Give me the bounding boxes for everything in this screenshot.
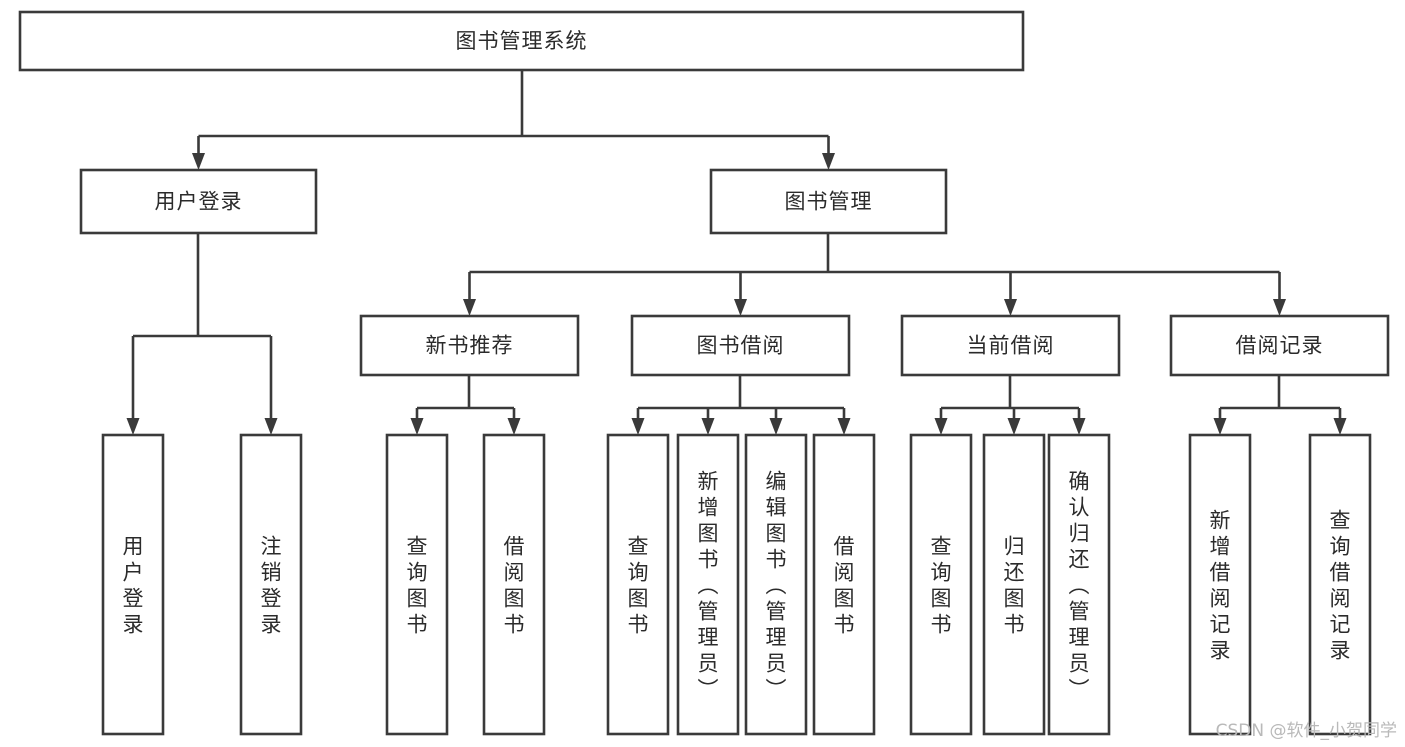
node-root[interactable]: 图书管理系统 (18, 10, 1025, 72)
arrow-head-icon (631, 418, 645, 435)
node-box (1047, 433, 1111, 736)
node-box (630, 314, 851, 377)
node-leaf-borrow-book[interactable]: 借阅图书 (812, 433, 876, 736)
node-label: 借阅图书 (504, 534, 525, 636)
node-label: 新书推荐 (426, 334, 514, 358)
arrow-head-icon (1333, 418, 1347, 435)
node-box (101, 433, 165, 736)
node-label: 查询图书 (407, 534, 428, 636)
nodes-layer: 图书管理系统用户登录图书管理新书推荐图书借阅当前借阅借阅记录用户登录注销登录查询… (18, 10, 1390, 736)
connector-conn-user-login (126, 233, 278, 435)
node-box (239, 433, 303, 736)
node-book-manage[interactable]: 图书管理 (709, 168, 948, 235)
node-leaf-add-borrow-record[interactable]: 新增借阅记录 (1188, 433, 1252, 736)
connector-conn-book-borrow (631, 375, 851, 435)
node-label: 确认归还︵管理员︶ (1069, 469, 1090, 701)
arrow-head-icon (822, 153, 835, 170)
connector-conn-new-book (410, 375, 521, 435)
node-box (385, 433, 449, 736)
arrow-head-icon (192, 153, 205, 170)
arrow-head-icon (1007, 418, 1021, 435)
connector-conn-current-borrow (934, 375, 1086, 435)
edges-layer (126, 70, 1347, 435)
arrow-head-icon (769, 418, 783, 435)
node-box (79, 168, 318, 235)
csdn-watermark: CSDN @软件_小贺同学 (1215, 721, 1397, 741)
connector-conn-book-manage (463, 233, 1286, 316)
node-box (744, 433, 808, 736)
node-label: 借阅图书 (834, 534, 855, 636)
arrow-head-icon (934, 418, 948, 435)
node-label: 查询借阅记录 (1330, 508, 1351, 662)
node-label: 用户登录 (123, 534, 144, 636)
node-leaf-user-login[interactable]: 用户登录 (101, 433, 165, 736)
arrow-head-icon (734, 299, 747, 316)
node-label: 归还图书 (1004, 534, 1025, 636)
arrow-head-icon (264, 418, 278, 435)
node-leaf-user-logout[interactable]: 注销登录 (239, 433, 303, 736)
node-leaf-query-borrow-record[interactable]: 查询借阅记录 (1308, 433, 1372, 736)
node-box (1169, 314, 1390, 377)
node-new-book-recommend[interactable]: 新书推荐 (359, 314, 580, 377)
node-leaf-return-book[interactable]: 归还图书 (982, 433, 1046, 736)
arrow-head-icon (507, 418, 521, 435)
node-label: 图书管理 (785, 190, 873, 214)
node-user-login[interactable]: 用户登录 (79, 168, 318, 235)
arrow-head-icon (126, 418, 140, 435)
node-leaf-query-book-borrow[interactable]: 查询图书 (606, 433, 670, 736)
node-label: 图书借阅 (697, 334, 785, 358)
node-label: 查询图书 (628, 534, 649, 636)
node-leaf-edit-book-admin[interactable]: 编辑图书︵管理员︶ (744, 433, 808, 736)
node-leaf-borrow-book-recommend[interactable]: 借阅图书 (482, 433, 546, 736)
node-label: 查询图书 (931, 534, 952, 636)
node-leaf-query-book-recommend[interactable]: 查询图书 (385, 433, 449, 736)
node-box (1188, 433, 1252, 736)
node-label: 新增图书︵管理员︶ (698, 469, 719, 701)
node-leaf-confirm-return-admin[interactable]: 确认归还︵管理员︶ (1047, 433, 1111, 736)
arrow-head-icon (1273, 299, 1286, 316)
node-box (482, 433, 546, 736)
arrow-head-icon (837, 418, 851, 435)
node-box (900, 314, 1121, 377)
node-box (18, 10, 1025, 72)
arrow-head-icon (1072, 418, 1086, 435)
node-label: 借阅记录 (1236, 334, 1324, 358)
node-box (982, 433, 1046, 736)
node-label: 编辑图书︵管理员︶ (766, 469, 787, 701)
node-leaf-add-book-admin[interactable]: 新增图书︵管理员︶ (676, 433, 740, 736)
connector-conn-root (192, 70, 835, 170)
node-borrow-record[interactable]: 借阅记录 (1169, 314, 1390, 377)
node-box (1308, 433, 1372, 736)
node-label: 新增借阅记录 (1210, 508, 1231, 662)
node-leaf-query-book-current[interactable]: 查询图书 (909, 433, 973, 736)
arrow-head-icon (463, 299, 476, 316)
node-box (812, 433, 876, 736)
node-box (606, 433, 670, 736)
arrow-head-icon (1213, 418, 1227, 435)
node-box (359, 314, 580, 377)
arrow-head-icon (701, 418, 715, 435)
node-box (709, 168, 948, 235)
connector-conn-borrow-record (1213, 375, 1347, 435)
node-box (909, 433, 973, 736)
arrow-head-icon (410, 418, 424, 435)
node-label: 图书管理系统 (456, 29, 588, 53)
node-label: 注销登录 (261, 534, 282, 636)
node-label: 当前借阅 (967, 334, 1055, 358)
node-label: 用户登录 (155, 190, 243, 214)
node-book-borrow[interactable]: 图书借阅 (630, 314, 851, 377)
node-box (676, 433, 740, 736)
node-current-borrow[interactable]: 当前借阅 (900, 314, 1121, 377)
arrow-head-icon (1004, 299, 1017, 316)
